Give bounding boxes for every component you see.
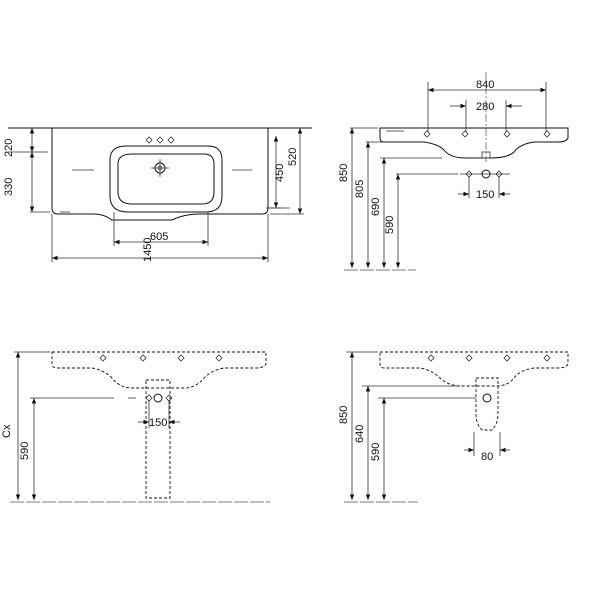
dim-150-label-a: 150: [149, 417, 167, 429]
dim-590-label-b: 590: [370, 443, 382, 461]
dim-850-label-b: 850: [338, 406, 350, 424]
dim-450-label: 450: [274, 164, 286, 182]
washbasin-top-outline: [51, 127, 269, 221]
dim-150-label-side: 150: [476, 189, 494, 201]
front-view-b: 80 850 640 590: [338, 351, 569, 503]
tap-hole-icons: [145, 136, 175, 144]
washbasin-front-outline-a: [51, 351, 267, 389]
dim-280-label: 280: [476, 101, 494, 113]
dim-805-label-side: 805: [354, 180, 366, 198]
dim-1450-label: 1450: [142, 238, 154, 262]
dim-850-label-side: 850: [338, 164, 350, 182]
washbasin-front-outline-b: [379, 351, 569, 387]
dim-220-label: 220: [3, 139, 15, 157]
washbasin-side-outline: [379, 127, 569, 159]
basin-bowl-inner: [117, 153, 215, 205]
tap-marker-icons-b: [427, 354, 551, 362]
dim-590-label-side: 590: [384, 216, 396, 234]
pedestal-a: [145, 379, 171, 499]
dim-520-label: 520: [287, 148, 299, 166]
dim-605-label: 605: [150, 231, 168, 243]
dim-330-label: 330: [3, 178, 15, 196]
dim-840-label: 840: [476, 79, 494, 91]
dim-690-label-side: 690: [370, 198, 382, 216]
dim-640-label-b: 640: [354, 425, 366, 443]
tap-marker-icons-a: [99, 354, 223, 362]
front-view-a: 150 Cx 590: [1, 351, 270, 503]
side-view: 840 280 150 850 805 690 590: [338, 72, 569, 271]
basin-bowl-outer: [109, 145, 223, 213]
dim-80-label-b: 80: [481, 451, 493, 463]
tap-marker-icons: [423, 130, 551, 138]
top-view: 220 330 520 450 605 1450: [3, 127, 312, 262]
dim-590-label-a: 590: [19, 442, 31, 460]
semi-pedestal-b: [475, 377, 499, 431]
dim-cx-label: Cx: [1, 424, 13, 438]
